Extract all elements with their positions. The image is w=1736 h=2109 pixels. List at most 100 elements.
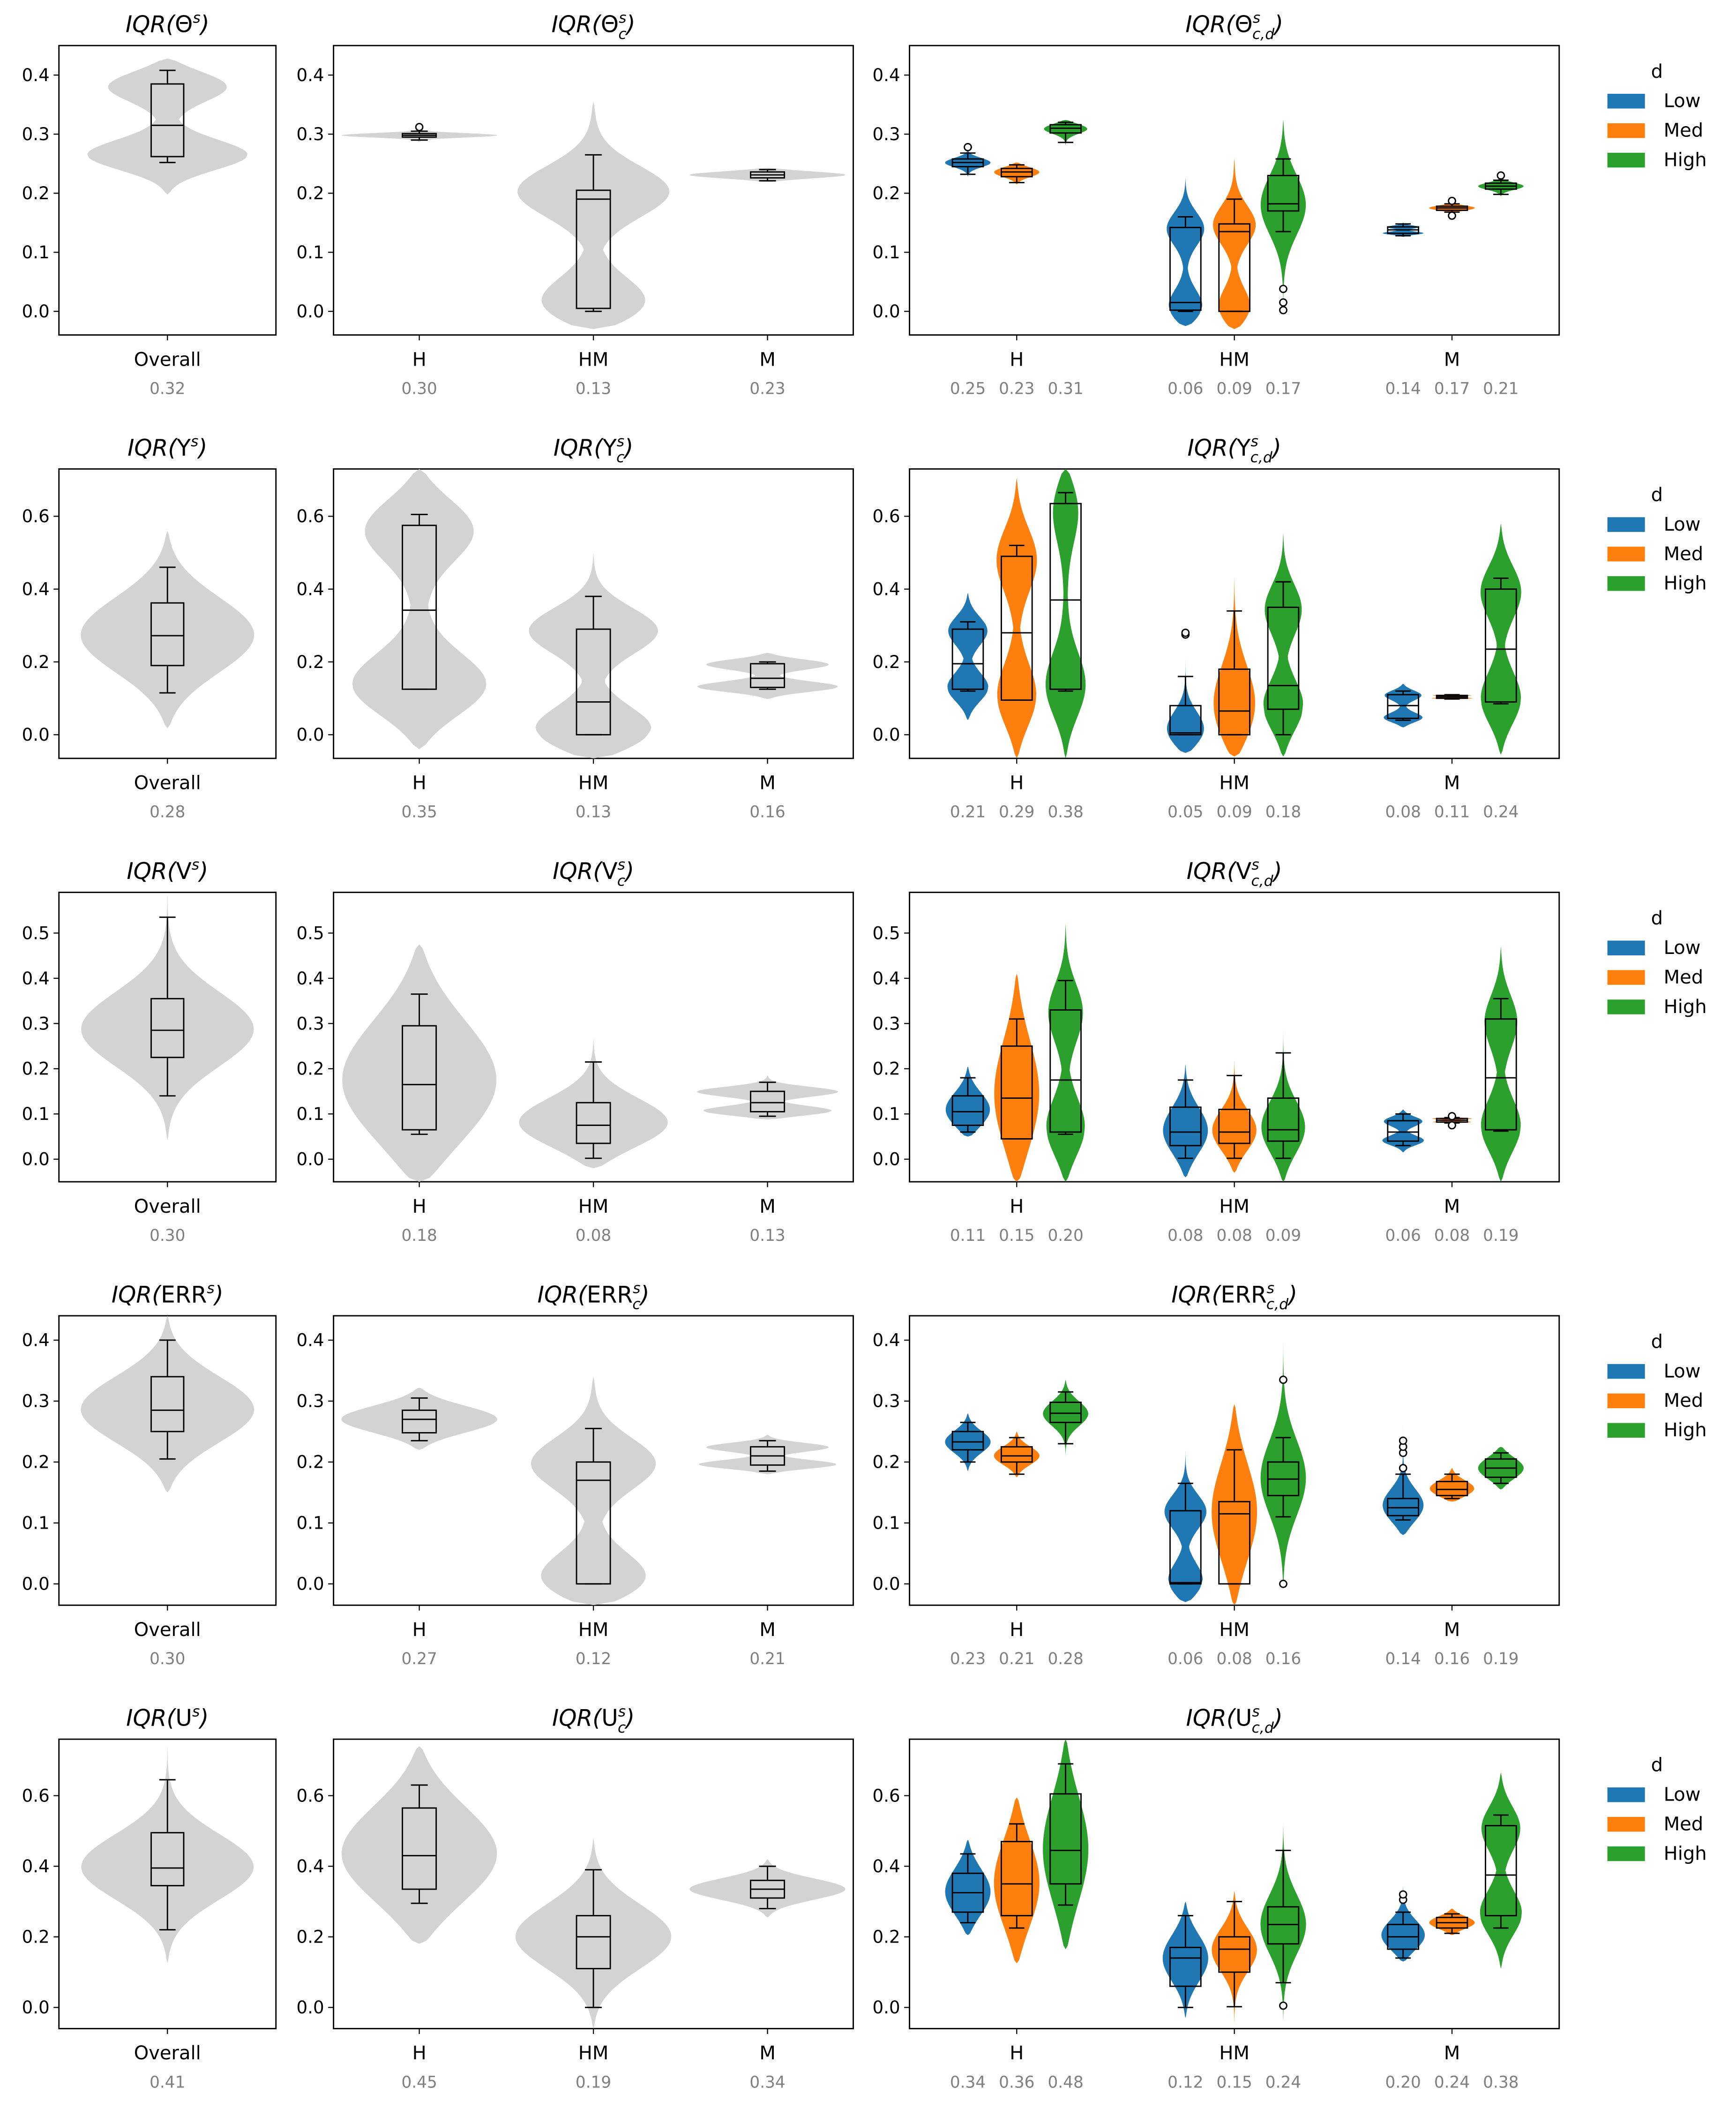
median-annotation: 0.24 [1434,2073,1470,2092]
x-tick-label: HM [1219,2042,1250,2064]
median-annotation: 0.32 [150,379,185,398]
violin-h-low [945,150,991,177]
iqr-box [1001,1045,1033,1140]
median-annotation: 0.15 [999,1226,1034,1245]
violin-hm-low [1167,178,1205,326]
x-tick-label: H [412,349,427,370]
median-annotation: 0.30 [150,1226,185,1245]
iqr-box [150,602,185,667]
y-tick-label: 0.3 [22,1391,50,1411]
median-annotation: 0.21 [999,1650,1034,1668]
legend-label-high: High [1664,149,1707,171]
median-annotation: 0.23 [749,379,785,398]
median-annotation: 0.12 [1167,2073,1203,2092]
y-tick-label: 0.0 [297,301,324,322]
y-tick-label: 0.4 [873,579,900,600]
y-tick-label: 0.2 [22,652,50,672]
y-tick-label: 0.5 [873,923,900,943]
violin-m-high [1480,523,1521,755]
violin-hm-med [1212,1059,1257,1173]
panel-title: IQR(Θs) [126,10,210,38]
iqr-box [150,83,185,158]
y-tick-label: 0.6 [297,506,324,526]
y-tick-label: 0.4 [22,65,50,85]
median-annotation: 0.17 [1265,379,1301,398]
violin-h-overall [352,469,486,750]
median-annotation: 0.31 [1048,379,1083,398]
y-tick-label: 0.0 [22,1574,50,1594]
y-tick-label: 0.3 [22,124,50,144]
y-tick-label: 0.1 [873,1104,900,1124]
y-tick-label: 0.1 [297,1513,324,1533]
iqr-box [1387,1120,1420,1142]
violin-hm-high [1260,1824,1306,2022]
legend-label-low: Low [1664,1360,1701,1382]
x-tick-label: Overall [134,1196,201,1217]
iqr-box [1049,1402,1082,1423]
y-tick-label: 0.0 [22,1997,50,2018]
median-annotation: 0.20 [1048,1226,1083,1245]
median-annotation: 0.45 [401,2073,437,2092]
y-tick-label: 0.1 [873,1513,900,1533]
violin-h-med [994,1431,1040,1478]
median-annotation: 0.18 [401,1226,437,1245]
violin-overall-overall [81,892,254,1141]
legend-swatch-low [1607,94,1645,109]
y-tick-label: 0.3 [873,1391,900,1411]
iqr-box [1267,607,1300,710]
iqr-box [1218,223,1250,312]
y-tick-label: 0.3 [873,124,900,144]
y-tick-label: 0.2 [873,1452,900,1472]
violin-overall-overall [87,58,248,195]
violin-hm-low [1162,1901,1208,2018]
legend-label-low: Low [1664,1784,1701,1806]
x-tick-label: HM [1219,349,1250,370]
median-annotation: 0.29 [999,803,1034,822]
x-tick-label: M [759,2042,776,2064]
median-annotation: 0.30 [401,379,437,398]
median-annotation: 0.38 [1483,2073,1519,2092]
y-tick-label: 0.4 [873,65,900,85]
y-tick-label: 0.2 [873,652,900,672]
iqr-box [150,1832,185,1886]
iqr-box [1218,1501,1250,1585]
x-tick-label: M [1444,773,1460,794]
median-annotation: 0.27 [401,1650,437,1668]
x-tick-label: HM [578,1619,609,1641]
x-tick-label: H [1010,1619,1024,1641]
iqr-box [402,1807,437,1890]
outlier-point [1448,1121,1456,1130]
x-tick-label: M [1444,1619,1460,1641]
median-annotation: 0.05 [1167,803,1203,822]
median-annotation: 0.09 [1216,803,1252,822]
median-annotation: 0.41 [150,2073,185,2092]
y-tick-label: 0.2 [873,1927,900,1947]
median-annotation: 0.25 [950,379,986,398]
violin-hm-high [1261,1028,1305,1182]
iqr-box [1267,1906,1300,1945]
outlier-point [1279,298,1287,307]
legend-swatch-low [1607,1364,1645,1379]
violin-hm-overall [517,101,670,329]
legend-swatch-high [1607,999,1645,1014]
violin-layer [81,531,254,728]
iqr-box [1387,694,1420,719]
violin-layer [341,101,846,329]
violin-layer [945,1739,1522,2025]
y-tick-label: 0.6 [297,1786,324,1806]
iqr-box [1485,1825,1517,1916]
median-annotation: 0.12 [576,1650,611,1668]
iqr-box [1218,668,1250,736]
iqr-box [402,525,437,690]
iqr-box [1218,1109,1250,1144]
x-tick-label: HM [578,773,609,794]
median-annotation: 0.16 [1265,1650,1301,1668]
legend-swatch-high [1607,152,1645,168]
